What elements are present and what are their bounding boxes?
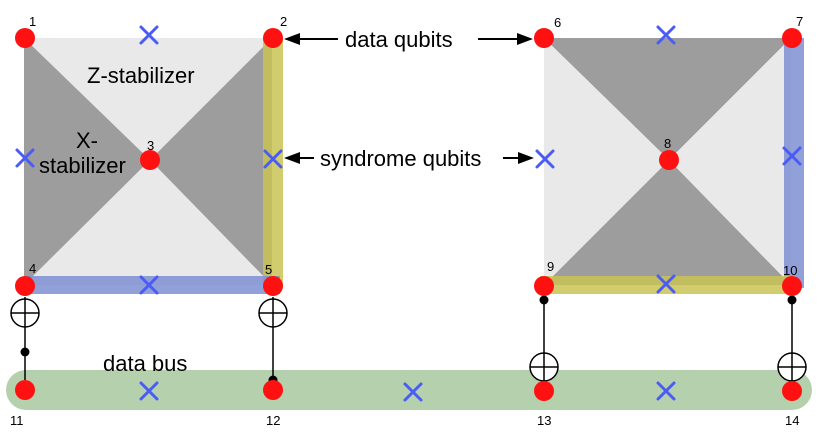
cnot-control-dot-icon	[20, 347, 30, 357]
qubit-number-1: 1	[29, 14, 36, 29]
right-top-triangle	[544, 38, 791, 160]
syndrome-cross-icon	[782, 146, 802, 166]
qubit-number-7: 7	[796, 14, 803, 29]
syndrome-cross-icon	[656, 25, 676, 45]
data-qubit-12	[263, 380, 283, 400]
syndrome-cross-icon	[535, 149, 555, 169]
syndrome-cross-icon	[139, 275, 159, 295]
left-bottom-triangle	[24, 160, 272, 285]
data-qubit-4	[15, 276, 35, 296]
arrowhead-data-right-icon	[517, 33, 533, 45]
left-right-triangle	[150, 38, 272, 285]
right-right-triangle	[669, 38, 791, 285]
right-plaquette	[540, 38, 804, 294]
arrowhead-data-left-icon	[284, 33, 300, 45]
left-plaquette	[24, 38, 283, 294]
data-qubit-8	[659, 150, 679, 170]
syndrome-cross-icon	[656, 381, 676, 401]
data-qubit-6	[534, 28, 554, 48]
left-left-triangle	[24, 38, 150, 285]
qubit-number-6: 6	[554, 15, 561, 30]
qubit-number-10: 10	[783, 263, 797, 278]
arrows	[284, 33, 534, 164]
qubit-number-14: 14	[785, 413, 799, 428]
data-qubit-13	[534, 381, 554, 401]
left-yellow-edge	[263, 38, 283, 288]
data-qubit-9	[534, 276, 554, 296]
data-qubit-5	[263, 276, 283, 296]
data-qubit-7	[782, 28, 802, 48]
qubit-number-12: 12	[266, 413, 280, 428]
data-qubit-2	[263, 28, 283, 48]
syndrome-cross-icon	[15, 148, 35, 168]
qubit-number-3: 3	[147, 138, 154, 153]
syndrome-qubits	[15, 25, 802, 402]
qubit-number-9: 9	[547, 259, 554, 274]
cnot-control-dot-icon	[787, 295, 797, 305]
qubit-number-5: 5	[265, 262, 272, 277]
qubit-number-4: 4	[29, 261, 36, 276]
arrowhead-syndrome-left-icon	[284, 152, 300, 164]
left-blue-edge	[24, 276, 280, 294]
qubit-numbers: 1 2 3 4 5 6 7 8 9 10 11 12 13 14	[10, 14, 803, 428]
qubit-number-13: 13	[537, 413, 551, 428]
z-stabilizer-label: Z-stabilizer	[87, 63, 195, 88]
cnot-target-icon	[529, 352, 559, 382]
data-qubits	[15, 28, 802, 401]
data-qubit-3	[140, 150, 160, 170]
arrowhead-syndrome-right-icon	[518, 152, 534, 164]
data-qubit-1	[15, 28, 35, 48]
left-top-triangle	[24, 38, 272, 160]
syndrome-cross-icon	[403, 382, 423, 402]
data-qubit-14	[782, 381, 802, 401]
x-stabilizer-label-line2: stabilizer	[39, 153, 126, 178]
qubit-number-11: 11	[10, 413, 24, 428]
right-bottom-triangle	[544, 160, 791, 285]
qubit-number-2: 2	[280, 14, 287, 29]
data-qubit-11	[15, 380, 35, 400]
data-qubit-10	[782, 276, 802, 296]
syndrome-cross-icon	[139, 25, 159, 45]
right-blue-edge	[784, 38, 804, 288]
data-qubits-label: data qubits	[345, 27, 453, 52]
syndrome-cross-icon	[656, 274, 676, 294]
qubit-number-8: 8	[664, 136, 671, 151]
data-bus-label: data bus	[103, 351, 187, 376]
syndrome-qubits-label: syndrome qubits	[320, 146, 481, 171]
syndrome-cross-icon	[139, 381, 159, 401]
right-left-triangle	[544, 38, 669, 285]
cnot-target-icon	[777, 352, 807, 382]
cnot-control-dot-icon	[539, 295, 549, 305]
syndrome-cross-icon	[263, 149, 283, 169]
cnot-target-icon	[258, 298, 288, 328]
x-stabilizer-label-line1: X-	[76, 128, 98, 153]
cnot-target-icon	[10, 298, 40, 328]
